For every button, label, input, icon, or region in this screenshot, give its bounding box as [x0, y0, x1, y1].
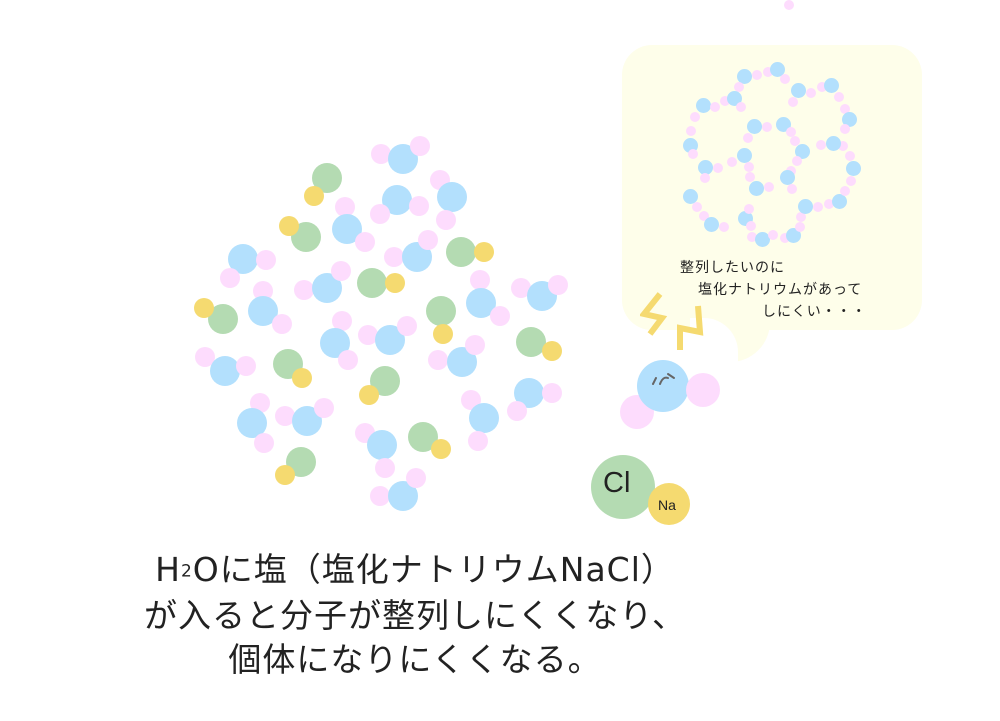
- sodium-label: Na: [658, 497, 676, 513]
- chloride-ion: [591, 455, 655, 519]
- caption-line3: 個体になりにくくなる。: [228, 639, 602, 679]
- caption-line1: H2Oに塩（塩化ナトリウムNaCl）: [155, 550, 675, 589]
- bubble-text-line3: しにくい・・・: [762, 304, 867, 320]
- bubble-text-line1: 整列したいのに: [680, 260, 785, 276]
- sodium-ion: [648, 483, 690, 525]
- stress-zigzag-icon: [640, 292, 704, 350]
- frown-face-icon: [652, 373, 675, 385]
- chloride-label: Cl: [603, 467, 631, 499]
- caption: H2Oに塩（塩化ナトリウムNaCl） が入ると分子が整列しにくくなり、 個体にな…: [0, 548, 830, 682]
- caption-line2: が入ると分子が整列しにくくなり、: [143, 595, 687, 635]
- bubble-text-line2: 塩化ナトリウムがあって: [698, 282, 863, 298]
